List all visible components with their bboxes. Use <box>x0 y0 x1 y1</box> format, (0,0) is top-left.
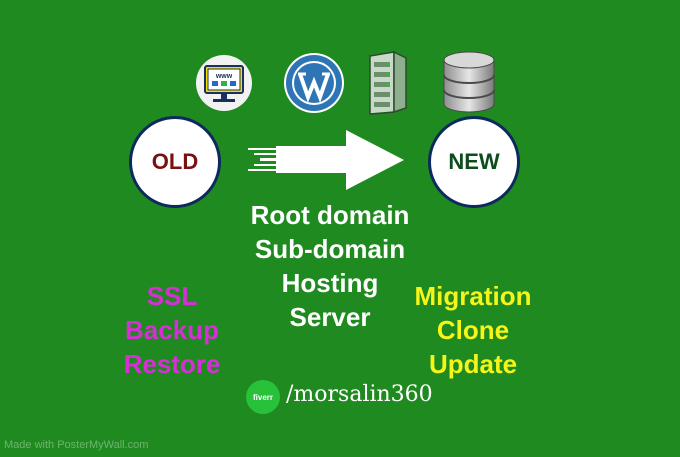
old-label: OLD <box>151 149 199 174</box>
list-item: Sub-domain <box>254 234 406 264</box>
list-item: Restore <box>123 349 221 379</box>
server-rack-icon <box>364 48 412 116</box>
right-services-list: Migration Clone Update <box>398 279 548 381</box>
list-item: Migration <box>414 281 532 311</box>
list-item: SSL <box>146 281 198 311</box>
list-item: Root domain <box>250 200 410 230</box>
arrow-icon <box>246 128 406 192</box>
watermark: Made with PosterMyWall.com <box>4 439 149 451</box>
fiverr-logo: fiverr <box>246 380 280 414</box>
fiverr-handle: /morsalin360 <box>286 382 433 407</box>
list-item: Backup <box>125 315 219 345</box>
www-label: www <box>215 73 233 80</box>
fiverr-logo-text: fiverr <box>252 392 273 402</box>
list-item: Hosting <box>281 268 379 298</box>
left-services-list: SSL Backup Restore <box>102 279 242 381</box>
list-item: Clone <box>436 315 510 345</box>
list-item: Update <box>428 349 518 379</box>
new-label: NEW <box>448 149 500 174</box>
database-icon <box>440 50 498 114</box>
services-list: Root domain Sub-domain Hosting Server <box>230 198 430 334</box>
new-circle: NEW <box>428 116 520 208</box>
wordpress-icon <box>283 52 345 114</box>
old-circle: OLD <box>129 116 221 208</box>
list-item: Server <box>289 302 371 332</box>
www-monitor-icon: www <box>193 55 255 111</box>
